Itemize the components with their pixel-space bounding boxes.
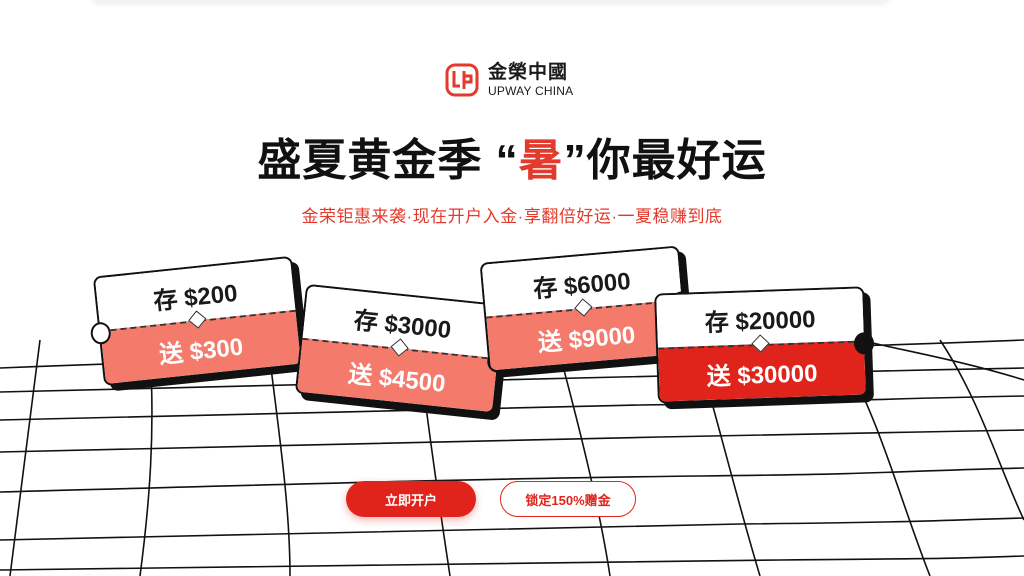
upway-logo-icon [445, 63, 479, 97]
coupon-ticket-1[interactable]: 存 $200 送 $300 [89, 255, 304, 387]
brand-logo: 金榮中國 UPWAY CHINA [444, 62, 573, 98]
open-account-button[interactable]: 立即开户 [346, 481, 476, 517]
headline-part-2: ”你最好运 [563, 136, 767, 185]
headline-accent: 暑 [518, 136, 564, 185]
ticket-notch-right [853, 332, 875, 355]
logo-text: 金榮中國 UPWAY CHINA [488, 63, 573, 97]
top-bar [90, 0, 890, 2]
brand-name-cn: 金榮中國 [488, 62, 569, 83]
lock-bonus-button[interactable]: 锁定150%赠金 [500, 481, 636, 517]
headline-part-1: 盛夏黄金季 “ [257, 136, 519, 185]
page-subtitle: 金荣钜惠来袭·现在开户入金·享翻倍好运·一夏稳赚到底 [301, 207, 723, 226]
brand-name-en: UPWAY CHINA [488, 84, 574, 98]
coupon-ticket-4[interactable]: 存 $20000 送 $30000 [654, 286, 875, 404]
page-headline: 盛夏黄金季 “暑”你最好运 [0, 124, 1024, 188]
coupon-ticket-2[interactable]: 存 $3000 送 $4500 [294, 283, 509, 415]
